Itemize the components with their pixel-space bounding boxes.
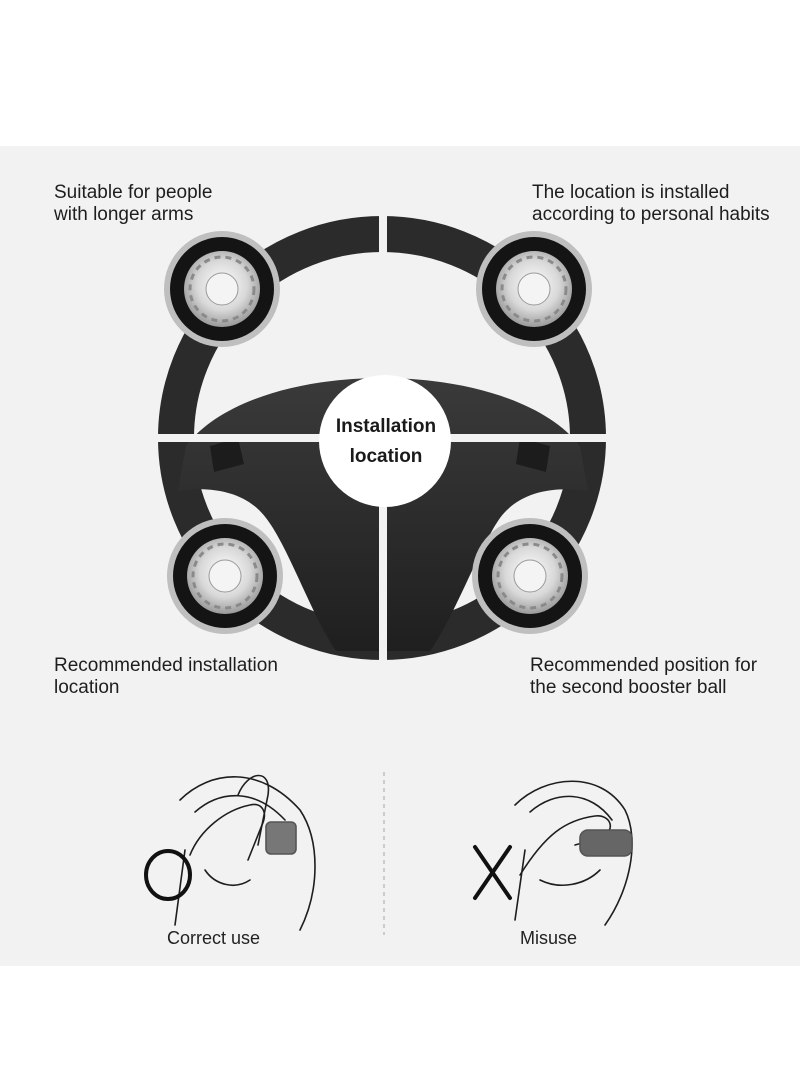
hand-misuse-icon — [514, 780, 633, 926]
center-label-line: Installation — [335, 416, 437, 437]
label-line: the second booster ball — [530, 677, 727, 698]
steering-wheel-icon — [140, 196, 620, 696]
caption-misuse: Misuse — [520, 928, 578, 948]
label-line: according to personal habits — [532, 204, 770, 225]
label-line: Suitable for people — [54, 182, 213, 203]
hand-correct-icon — [174, 774, 316, 931]
center-label: Installation location — [322, 412, 450, 472]
label-bottom-right: Recommended position for the second boos… — [530, 655, 757, 699]
correct-symbol-icon — [144, 849, 192, 901]
label-bottom-left: Recommended installation location — [54, 655, 278, 699]
booster-knob-icon — [167, 518, 283, 634]
label-top-left: Suitable for people with longer arms — [54, 182, 212, 226]
usage-illustrations — [144, 772, 633, 935]
label-line: with longer arms — [54, 204, 194, 225]
label-top-right: The location is installed according to p… — [532, 182, 770, 226]
booster-knob-icon — [164, 231, 280, 347]
booster-knob-icon — [472, 518, 588, 634]
label-line: Recommended position for — [530, 655, 758, 676]
label-line: Recommended installation — [54, 655, 278, 676]
booster-knob-icon — [476, 231, 592, 347]
label-line: The location is installed — [532, 182, 730, 203]
label-line: location — [54, 677, 120, 698]
misuse-symbol-icon — [473, 845, 512, 900]
center-label-line: location — [349, 446, 423, 467]
caption-correct-use: Correct use — [167, 928, 261, 948]
